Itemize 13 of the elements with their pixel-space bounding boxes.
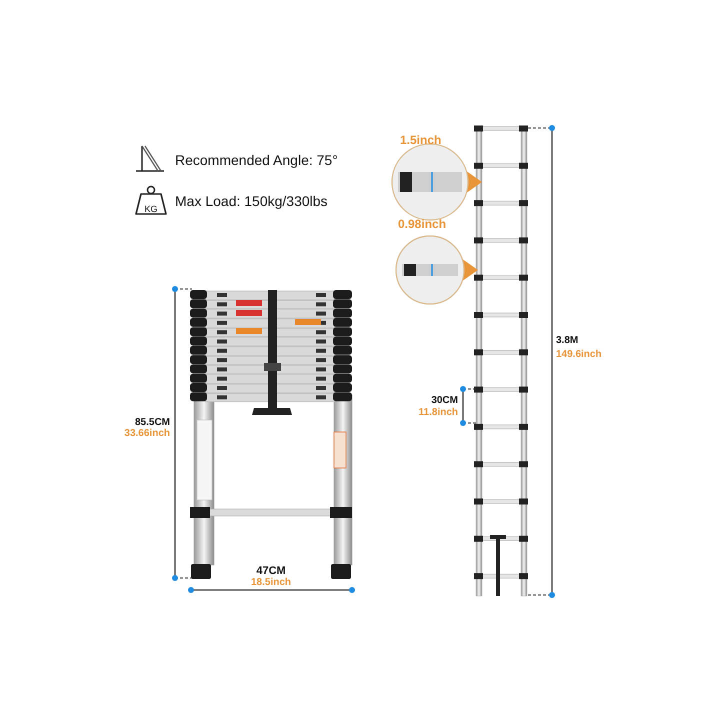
dimension-label: 0.98inch (398, 218, 446, 230)
spec-text: Max Load: 150kg/330lbs (175, 194, 328, 208)
dimension-label: 3.8M (556, 336, 578, 346)
dimension-label: 33.66inch (124, 429, 170, 439)
dimension-label: 18.5inch (250, 578, 292, 588)
dimension-label: 1.5inch (400, 134, 442, 146)
dimension-label: 30CM (431, 396, 458, 406)
dimension-label: 11.8inch (418, 408, 458, 418)
dimension-label: 149.6inch (556, 350, 602, 360)
dimension-label: 85.5CM (134, 418, 170, 428)
icon-label: KG (144, 205, 158, 214)
spec-text: Recommended Angle: 75° (175, 153, 338, 167)
dimension-label: 47CM (256, 566, 286, 577)
